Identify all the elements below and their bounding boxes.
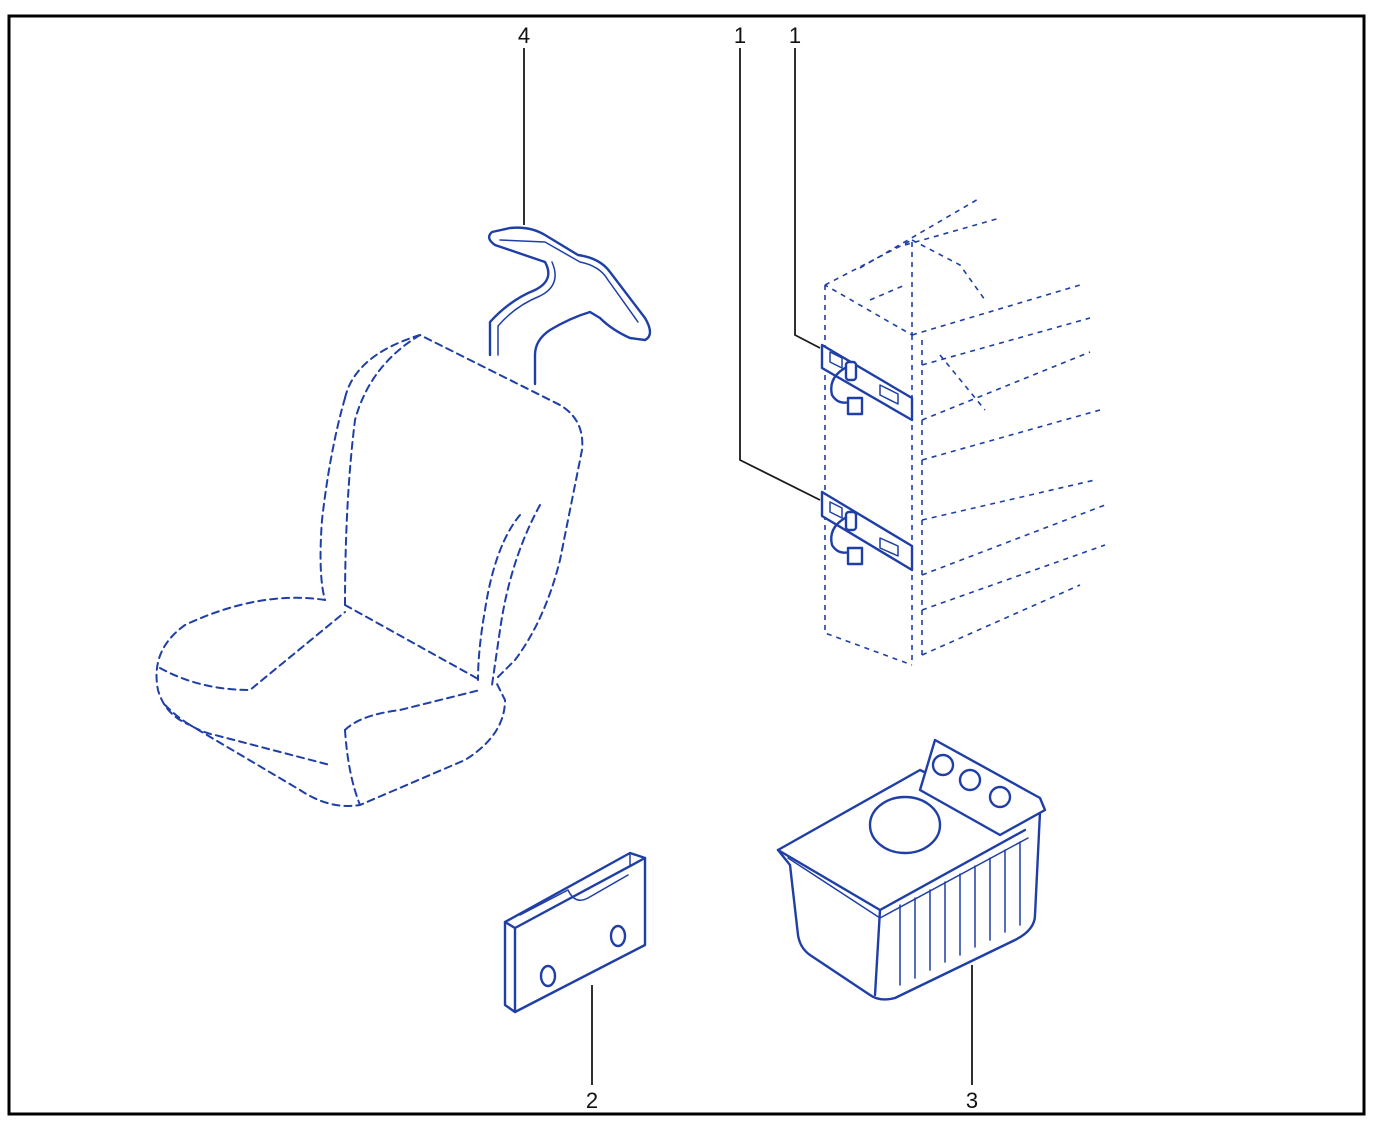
leader-part-1-lower <box>739 48 821 501</box>
leader-part-1-upper <box>794 48 821 349</box>
document-holder <box>503 851 647 1014</box>
seat-outline <box>155 334 584 807</box>
callout-part-1-upper: 1 <box>789 23 801 48</box>
storage-bin <box>776 738 1047 1001</box>
callout-part-2: 2 <box>586 1088 598 1113</box>
latch-upper <box>820 343 914 422</box>
leader-lines <box>523 48 973 1085</box>
headrest <box>487 226 652 386</box>
callout-part-3: 3 <box>966 1088 978 1113</box>
latch-lower <box>820 490 914 572</box>
callout-part-1-lower: 1 <box>734 23 746 48</box>
diagram-frame <box>7 14 1366 1116</box>
callout-part-4: 4 <box>518 23 530 48</box>
bulkhead-structure <box>824 197 1106 666</box>
